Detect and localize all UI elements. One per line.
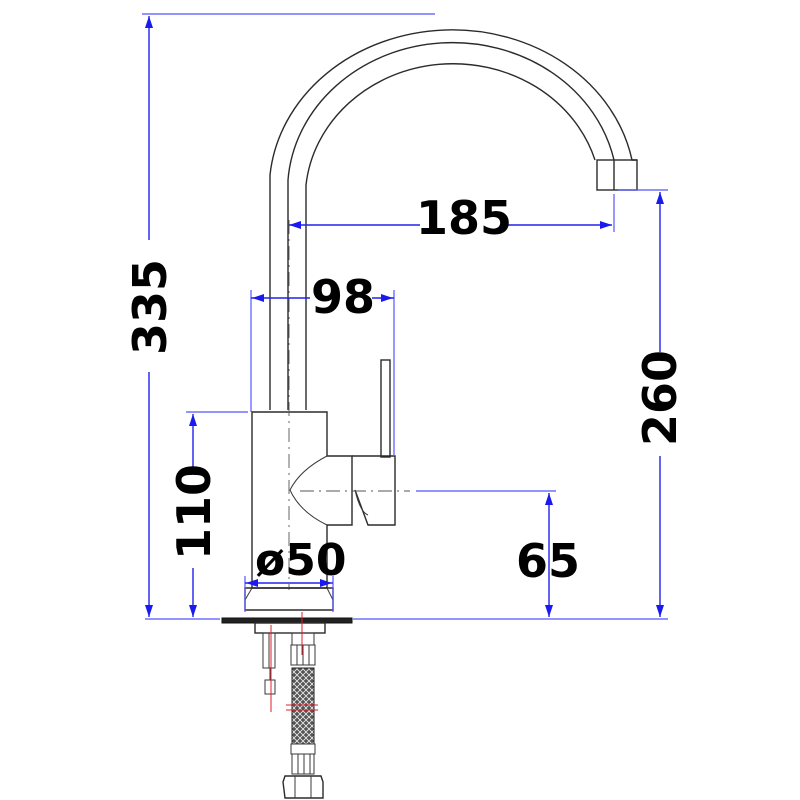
threaded-rod [262,625,276,712]
dimension-labels: 335 260 185 98 110 ø50 65 [123,191,687,588]
base-plate [221,617,353,624]
spout [269,29,638,410]
label-body-height: 110 [167,464,221,560]
dim-outlet-height [618,189,668,617]
label-outlet-height: 260 [633,350,687,446]
faucet-outline [221,29,638,799]
dim-body-height [186,411,248,617]
label-handle-axis-height: 65 [516,534,580,588]
dim-overall-height [142,13,435,617]
dim-handle-axis-height [416,490,556,617]
label-overall-height: 335 [123,259,177,355]
braided-hose [282,612,324,799]
label-handle-reach: 98 [311,270,375,324]
lever-handle [300,359,410,526]
label-base-diameter: ø50 [255,535,346,586]
dim-spout-reach [289,194,615,232]
dimension-lines [142,13,668,620]
dim-handle-reach [250,290,395,456]
dim-base-diameter [244,576,334,612]
label-spout-reach: 185 [416,191,512,245]
